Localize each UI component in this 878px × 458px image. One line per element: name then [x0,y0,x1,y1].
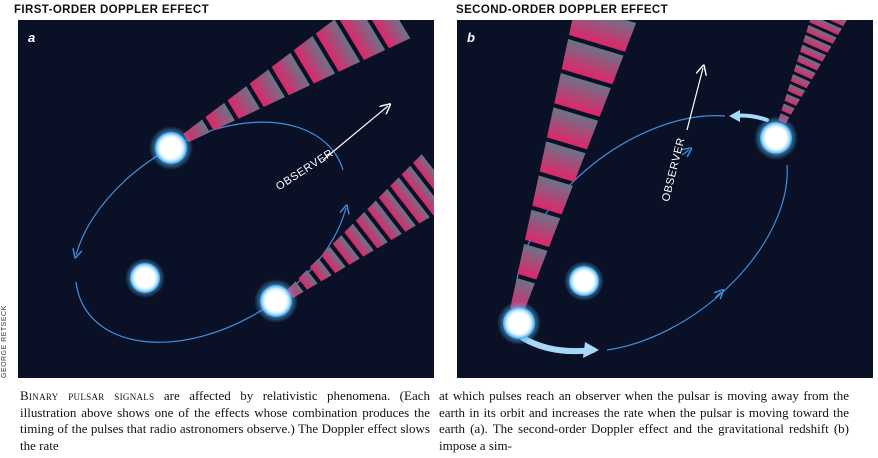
caption-text-1: are affected by relativistic phenomena. … [20,388,430,453]
beam-stripe [367,200,402,241]
pulsar-lower [254,279,298,323]
caption-column-2: at which pulses reach an observer when t… [439,388,849,454]
slow-motion-arrowhead [729,110,740,122]
beam-stripe [800,44,827,62]
beam-stripe [378,188,416,232]
beam-stripe [332,235,360,265]
beam-stripe [249,69,286,108]
beam-stripe [517,243,548,280]
beam-stripe [413,154,434,190]
photo-credit: GEORGE RETSECK [1,305,8,378]
beam-stripe [790,74,811,89]
beam-stripe [829,20,847,27]
beam-stripe [554,73,611,117]
observer-arrow [322,106,388,161]
panel-b-diagram [497,20,847,358]
orbit-arrow-top [682,150,689,155]
caption-text-2: at which pulses reach an observer when t… [439,388,849,453]
beam-stripe [401,165,434,216]
beam-stripe [298,269,318,290]
beam-stripe [390,177,430,224]
companion-star [125,258,165,298]
beam-stripe [787,83,806,98]
beam-stripe [524,209,561,247]
beam-stripe [271,52,311,96]
orbit-arc-right [606,164,788,351]
observer-arrow [686,68,703,131]
caption-column-1: Binary pulsar signals are affected by re… [20,388,430,454]
panel-a-letter: a [28,30,36,45]
beam-stripe [355,212,388,249]
pulse-beam-receding [183,20,411,143]
pulsar-upper [149,126,193,170]
pulse-beam-approaching [286,154,434,298]
beam-stripe [546,107,599,150]
beam-stripe [809,20,842,36]
panel-second-order: b OBSERVER [457,20,873,378]
pulse-beam-slow [510,20,637,313]
fast-motion-arrowhead [583,342,599,358]
caption-lead: Binary pulsar signals [20,388,155,403]
beam-stripe [561,39,624,85]
pulse-beam-fast [778,20,847,124]
beam-stripe [293,36,336,84]
beam-stripe [205,102,235,131]
orbit-arrow-right [715,292,721,298]
beam-stripe [803,34,832,53]
beam-stripe [793,64,816,80]
beam-stripe [227,86,260,119]
panel-b-title: SECOND-ORDER DOPPLER EFFECT [456,4,669,16]
beam-stripe [183,119,210,143]
pulsar-lower [497,301,541,345]
panel-first-order: a OBSERVER [18,20,434,378]
fast-motion-arrow [520,335,596,355]
beam-stripe [309,258,332,282]
panel-b-letter: b [467,30,475,45]
beam-stripe [339,20,386,61]
beam-stripe [781,103,795,115]
panel-a-title: FIRST-ORDER DOPPLER EFFECT [14,4,210,16]
orbit-arc-upper [76,121,344,255]
panel-a-diagram [18,20,434,343]
beam-stripe [532,175,573,215]
beam-stripe [784,93,800,106]
beam-stripe [796,54,821,71]
beam-stripe [371,20,411,49]
beam-stripe [344,223,374,257]
beam-stripe [569,20,637,52]
beam-stripe [315,20,361,72]
orbit-arc-lower [75,208,346,343]
beam-stripe [321,246,346,274]
companion-star [564,261,604,301]
pulsar-upper [754,116,798,160]
beam-stripe [806,25,837,44]
beam-stripe [539,141,586,182]
